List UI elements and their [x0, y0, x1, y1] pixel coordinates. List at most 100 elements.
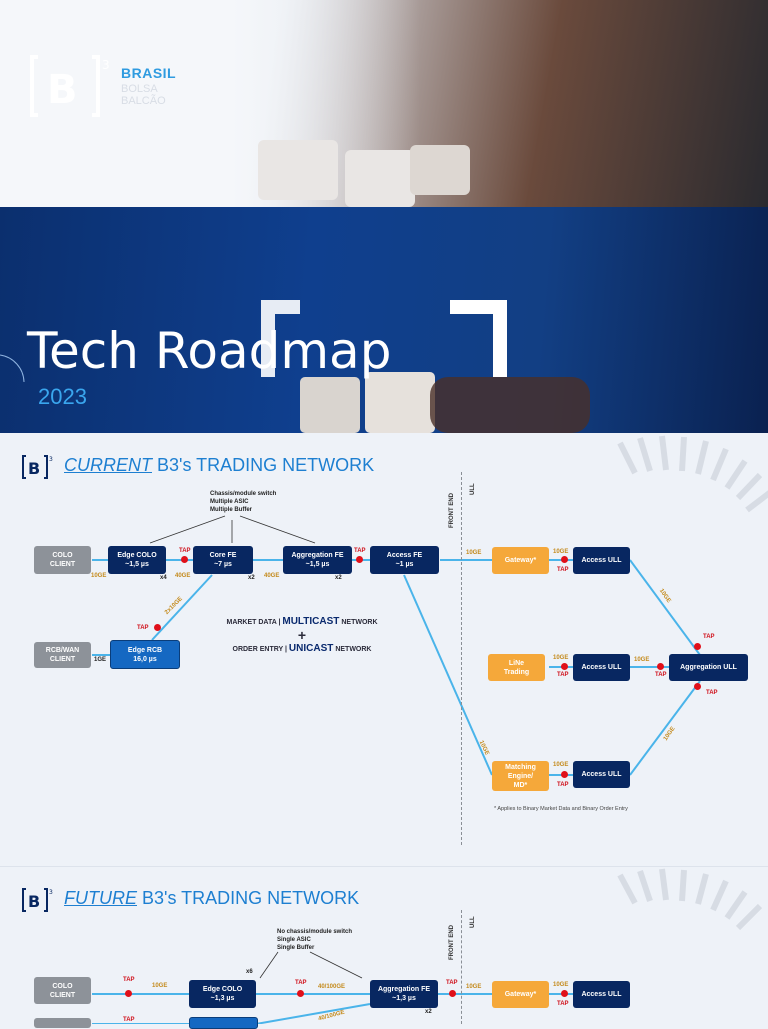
link-label: 10GE — [634, 657, 650, 663]
brand-sub-1: BOLSA — [121, 83, 158, 95]
link-label: 40GE — [175, 573, 191, 579]
link-label: 10GE — [553, 762, 569, 768]
tap-label: TAP — [137, 625, 149, 631]
market-data-line: MARKET DATA | MULTICAST NETWORK — [222, 616, 382, 627]
tap-dot — [694, 643, 701, 650]
future-access-ull-node[interactable]: Access ULL — [573, 981, 630, 1008]
multiplier-label: x2 — [425, 1009, 432, 1015]
current-footnote: * Applies to Binary Market Data and Bina… — [494, 806, 628, 812]
svg-text:B: B — [47, 67, 78, 113]
tap-dot — [125, 990, 132, 997]
tap-label: TAP — [123, 977, 135, 983]
tap-label: TAP — [557, 567, 569, 573]
aggregation-fe-node[interactable]: Aggregation FE ~1,5 µs — [283, 546, 352, 574]
future-edge-colo-node[interactable]: Edge COLO ~1,3 µs — [189, 980, 256, 1008]
tap-label: TAP — [557, 672, 569, 678]
tap-dot — [657, 663, 664, 670]
core-fe-node[interactable]: Core FE ~7 µs — [193, 546, 253, 574]
puzzle-piece-3 — [410, 145, 470, 195]
top-banner: B 3 BRASIL BOLSA BALCÃO — [0, 0, 768, 207]
edge-colo-node[interactable]: Edge COLO ~1,5 µs — [108, 546, 166, 574]
current-chassis-note: Chassis/module switch Multiple ASIC Mult… — [210, 491, 277, 513]
hero-banner — [0, 207, 768, 433]
future-front-end-divider — [461, 910, 462, 1024]
tap-label: TAP — [179, 548, 191, 554]
network-legend: MARKET DATA | MULTICAST NETWORK + ORDER … — [222, 616, 382, 654]
link-label: 40GE — [264, 573, 280, 579]
future-colo-client-node[interactable]: COLO CLIENT — [34, 977, 91, 1004]
access-ull-node-3[interactable]: Access ULL — [573, 761, 630, 788]
tap-label: TAP — [295, 980, 307, 986]
future-title-rest: B3's TRADING NETWORK — [137, 888, 360, 908]
svg-text:B: B — [28, 892, 40, 911]
tap-dot — [297, 990, 304, 997]
future-edge-rcb-partial[interactable] — [189, 1017, 258, 1029]
tap-dot — [694, 683, 701, 690]
hero-title: Tech Roadmap — [27, 322, 392, 380]
tap-dot — [356, 556, 363, 563]
link-label: 1GE — [94, 657, 107, 663]
unicast-label: UNICAST — [288, 643, 334, 654]
aggregation-ull-node[interactable]: Aggregation ULL — [669, 654, 748, 681]
tap-dot — [449, 990, 456, 997]
market-data-label: MARKET DATA | — [226, 619, 283, 626]
hero-bracket-graphic — [0, 300, 590, 433]
brand-sub-2: BALCÃO — [121, 95, 166, 107]
brand-sub: BOLSA BALCÃO — [121, 83, 166, 107]
colo-client-node[interactable]: COLO CLIENT — [34, 546, 91, 574]
line-trading-node[interactable]: LiNe Trading — [488, 654, 545, 681]
multiplier-label: x6 — [246, 969, 253, 975]
multiplier-label: x4 — [160, 575, 167, 581]
multiplier-label: x2 — [248, 575, 255, 581]
order-entry-line: ORDER ENTRY | UNICAST NETWORK — [222, 643, 382, 654]
link-label: 10GE — [466, 984, 482, 990]
future-title-kw: FUTURE — [64, 888, 137, 908]
tap-label: TAP — [354, 548, 366, 554]
network-label-1: NETWORK — [339, 619, 378, 626]
puzzle-piece-2 — [345, 150, 415, 207]
link-label: 10GE — [553, 982, 569, 988]
tap-label: TAP — [706, 690, 718, 696]
future-title: FUTURE B3's TRADING NETWORK — [64, 888, 359, 909]
tap-dot — [181, 556, 188, 563]
link-label: 40/100GE — [318, 984, 346, 990]
link-label: 10GE — [553, 655, 569, 661]
access-fe-node[interactable]: Access FE ~1 µs — [370, 546, 439, 574]
multicast-label: MULTICAST — [282, 616, 340, 627]
svg-text:3: 3 — [49, 889, 53, 896]
future-chassis-note: No chassis/module switch Single ASIC Sin… — [277, 929, 353, 951]
tap-dot — [561, 990, 568, 997]
future-gateway-node[interactable]: Gateway* — [492, 981, 549, 1008]
tap-label: TAP — [557, 1001, 569, 1007]
future-front-end-label: FRONT END — [449, 925, 455, 960]
future-logo-icon: B 3 — [22, 888, 53, 912]
tap-label: TAP — [703, 634, 715, 640]
future-ull-label: ULL — [470, 916, 476, 928]
link-label: 10GE — [91, 573, 107, 579]
rcb-wan-client-node[interactable]: RCB/WAN CLIENT — [34, 642, 91, 668]
matching-engine-node[interactable]: Matching Engine/ MD* — [492, 761, 549, 791]
current-title: CURRENT B3's TRADING NETWORK — [64, 455, 374, 476]
access-ull-node-2[interactable]: Access ULL — [573, 654, 630, 681]
tap-label: TAP — [123, 1017, 135, 1023]
front-end-divider — [461, 472, 462, 845]
svg-text:3: 3 — [49, 456, 53, 463]
link-label: 10GE — [152, 983, 168, 989]
plus-sign: + — [297, 627, 307, 643]
tap-label: TAP — [446, 980, 458, 986]
multiplier-label: x2 — [335, 575, 342, 581]
link-label: 10GE — [553, 549, 569, 555]
network-label-2: NETWORK — [333, 646, 372, 653]
edge-rcb-node[interactable]: Edge RCB 16,0 µs — [110, 640, 180, 669]
tap-dot — [561, 556, 568, 563]
gateway-node[interactable]: Gateway* — [492, 547, 549, 574]
future-aggregation-fe-node[interactable]: Aggregation FE ~1,3 µs — [370, 980, 438, 1008]
link-label: 10GE — [466, 550, 482, 556]
access-ull-node-1[interactable]: Access ULL — [573, 547, 630, 574]
puzzle-piece-1 — [258, 140, 338, 200]
future-rcb-client-partial[interactable] — [34, 1018, 91, 1028]
current-title-rest: B3's TRADING NETWORK — [152, 455, 375, 475]
hero-year: 2023 — [38, 384, 87, 409]
order-entry-label: ORDER ENTRY | — [232, 646, 289, 653]
